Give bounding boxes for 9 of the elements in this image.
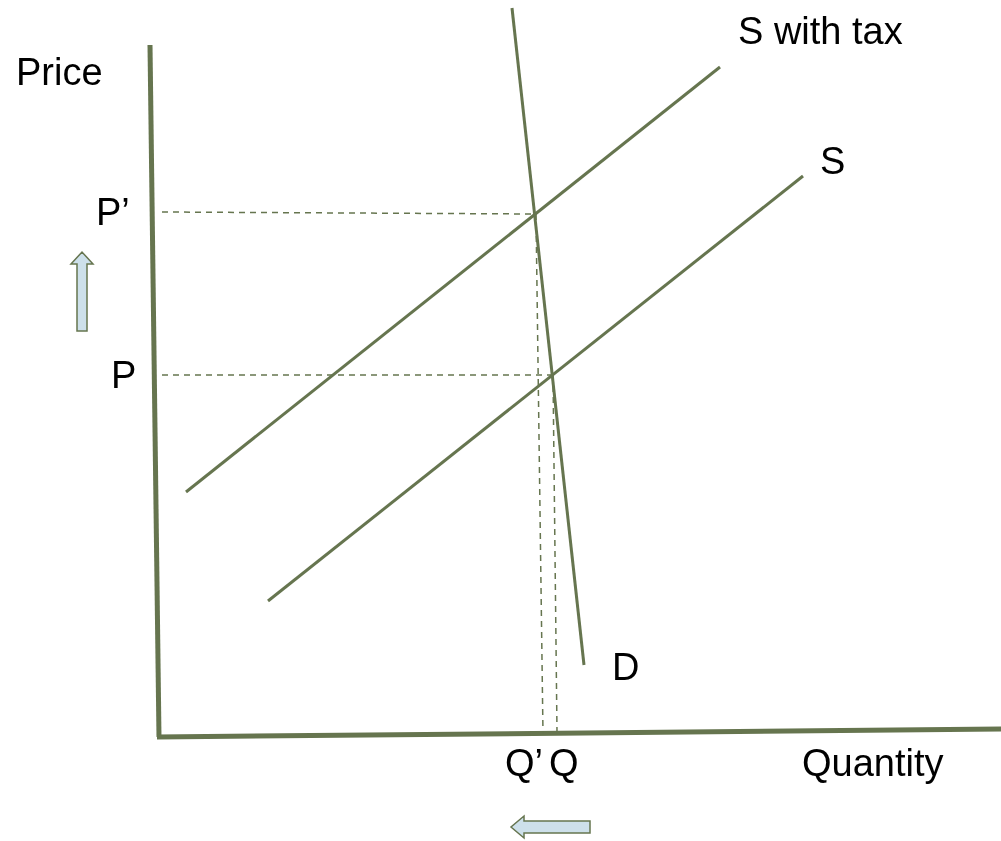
price-label: P’ xyxy=(96,193,130,231)
curve-label: D xyxy=(612,648,640,686)
quantity-label: Q xyxy=(549,744,579,782)
axis-label: Quantity xyxy=(802,744,944,782)
curve-label: S with tax xyxy=(738,12,903,50)
curve-label: S xyxy=(820,142,846,180)
axis-label: Price xyxy=(16,53,103,91)
quantity-label: Q’ xyxy=(505,744,543,782)
price-label: P xyxy=(111,356,137,394)
